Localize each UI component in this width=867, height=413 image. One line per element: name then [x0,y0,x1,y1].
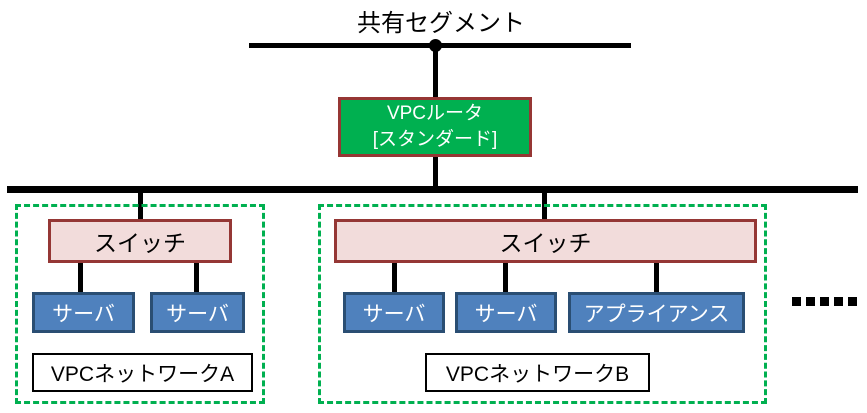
vpc-router-label-line1: VPCルータ [386,103,484,125]
server-a1-box: サーバ [32,292,135,333]
server-b2-label: サーバ [474,302,538,326]
continuation-dot [820,297,829,306]
network-a-label-box: VPCネットワークA [32,353,253,392]
switch-b-box: スイッチ [334,219,757,263]
vpc-router-box: VPCルータ [スタンダード] [338,97,532,157]
server-b2-box: サーバ [455,292,557,333]
vpc-network-b-group [318,204,767,404]
connector-switch-b-appliance [654,263,659,292]
connector-switch-b-server-2 [503,263,508,292]
switch-a-box: スイッチ [48,219,232,263]
vpc-router-label-line2: [スタンダード] [372,129,498,150]
network-a-label: VPCネットワークA [50,362,235,386]
connector-switch-a-server-2 [194,263,199,292]
shared-segment-title: 共有セグメント [357,10,525,37]
appliance-label: アプライアンス [583,302,730,326]
server-a1-label: サーバ [52,302,115,326]
switch-a-label: スイッチ [94,230,186,256]
server-b1-label: サーバ [362,302,426,326]
server-a2-box: サーバ [150,292,245,333]
server-b1-box: サーバ [343,292,445,333]
vpc-network-a-group [15,204,265,404]
connector-segment-router [433,45,438,97]
switch-b-label: スイッチ [499,230,592,256]
continuation-dot [792,297,801,306]
connector-switch-a-server-1 [78,263,83,292]
continuation-dot [848,297,857,306]
server-a2-label: サーバ [166,302,229,326]
appliance-box: アプライアンス [568,292,745,333]
continuation-dot [806,297,815,306]
network-b-label-box: VPCネットワークB [425,353,650,392]
main-bus-line [7,186,858,193]
connector-router-bus [433,157,438,187]
network-b-label: VPCネットワークB [445,362,630,386]
connector-switch-b-server-1 [392,263,397,292]
continuation-dot [834,297,843,306]
